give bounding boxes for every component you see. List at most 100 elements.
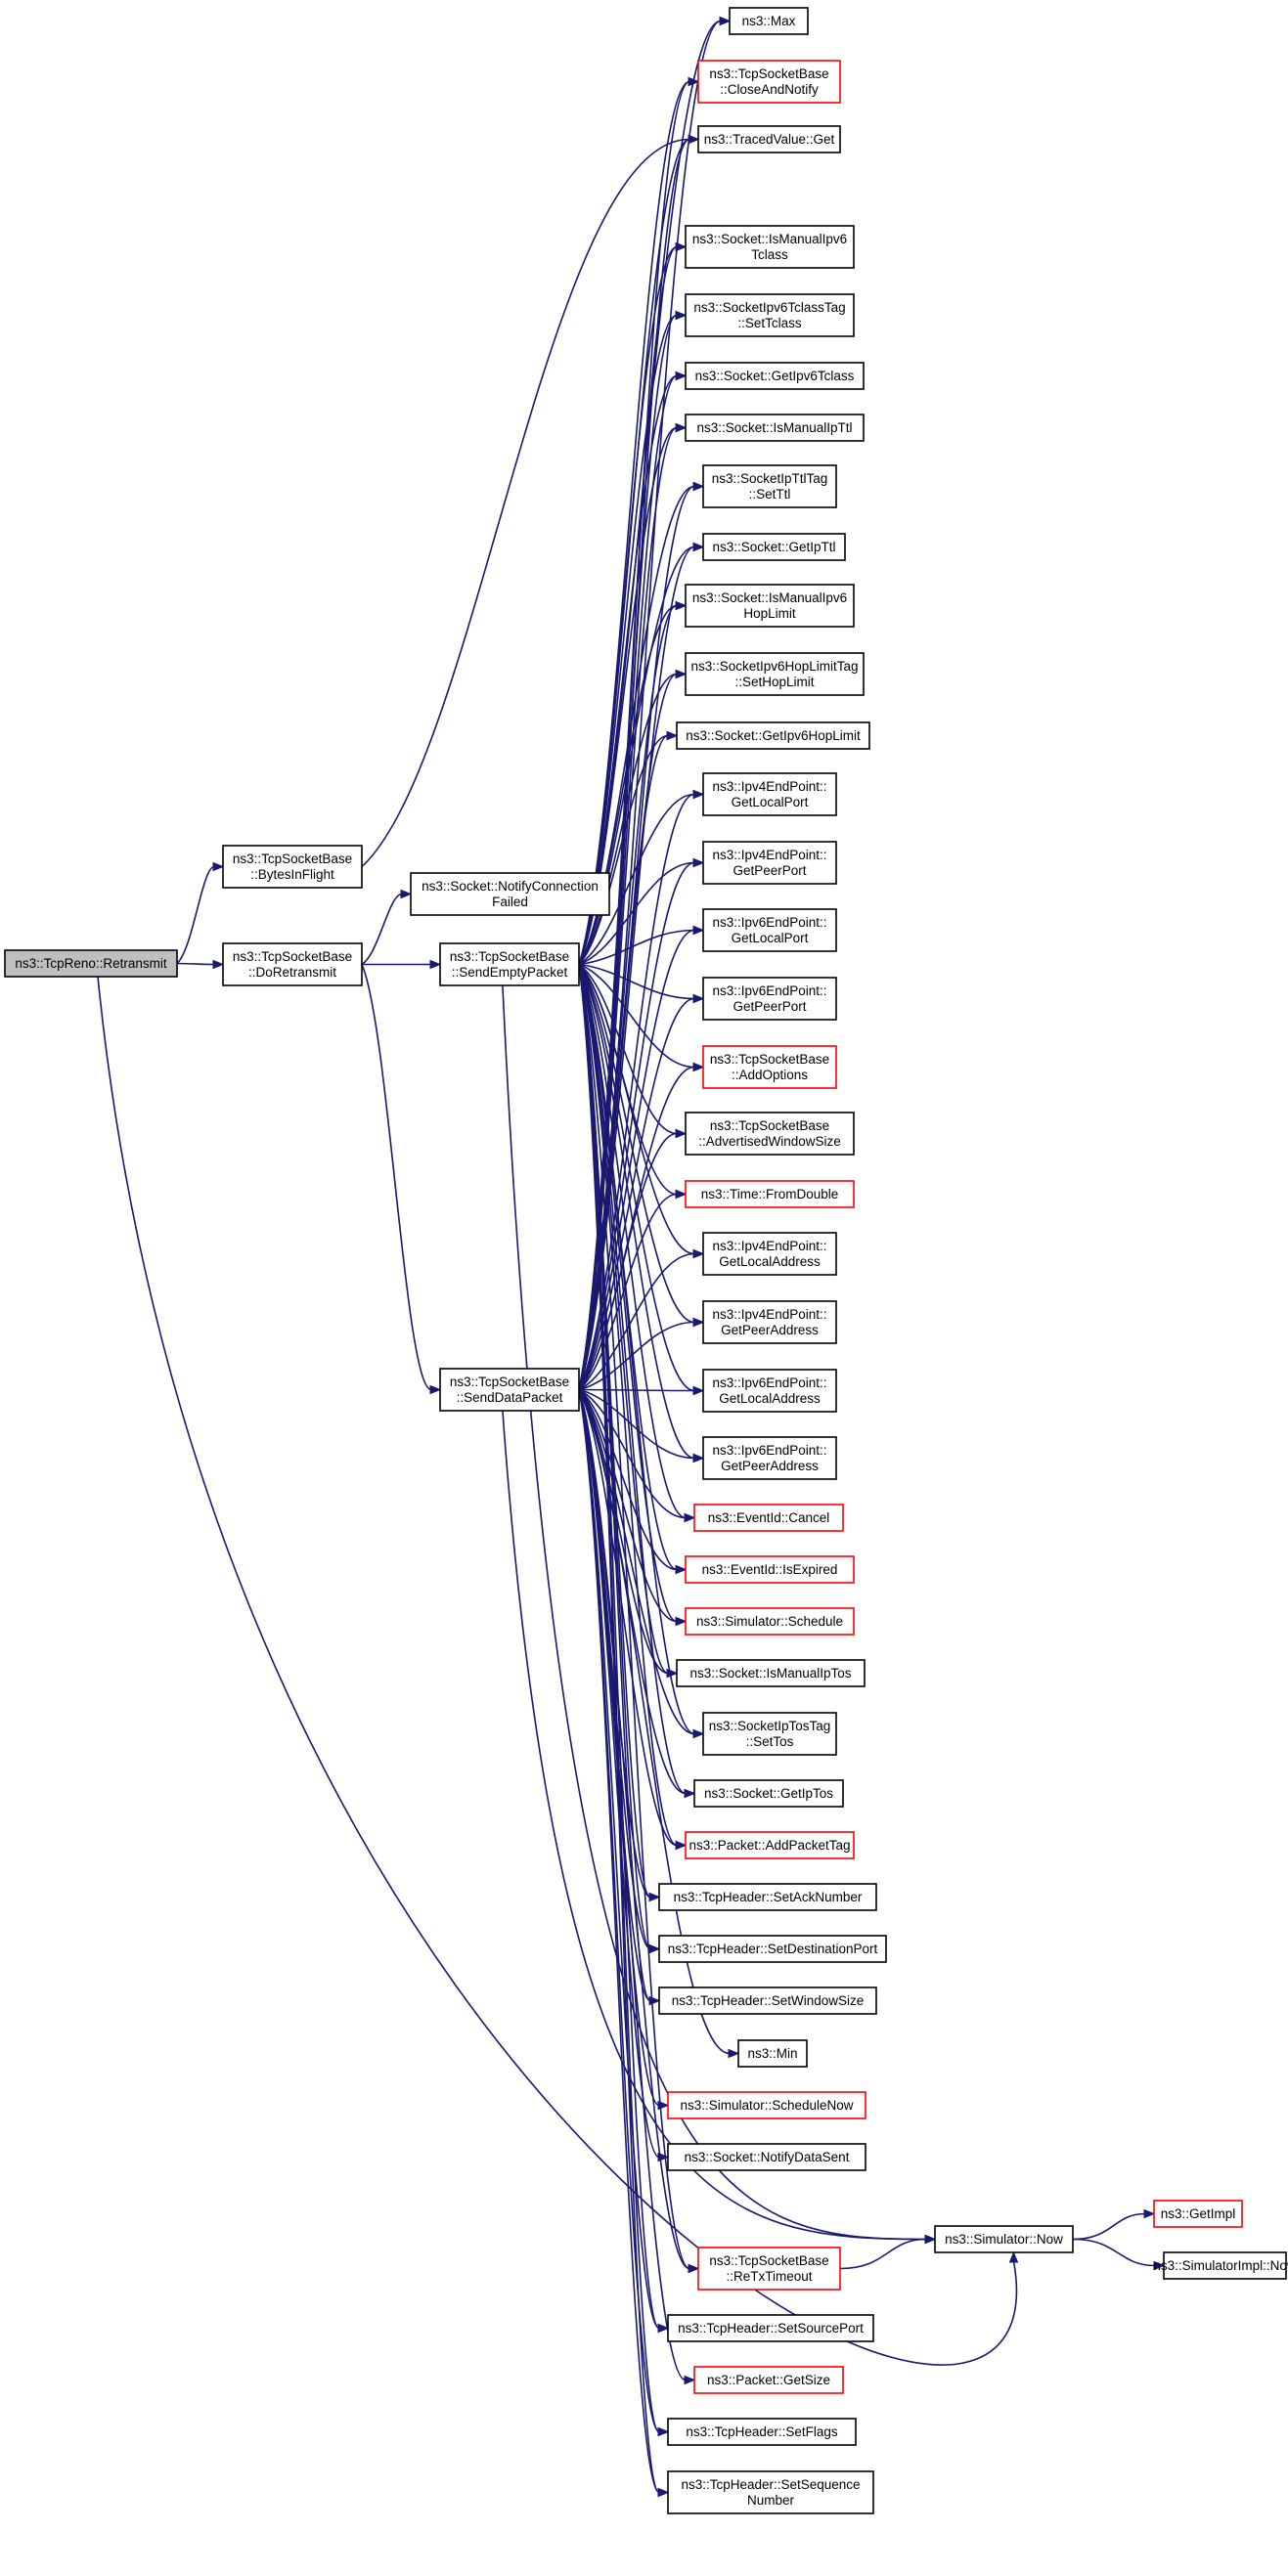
node-retransmit[interactable]: ns3::TcpReno::Retransmit xyxy=(4,949,178,978)
node-ip-tos-tag-set[interactable]: ns3::SocketIpTosTag::SetTos xyxy=(702,1712,837,1756)
node-schedule-now[interactable]: ns3::Simulator::ScheduleNow xyxy=(667,2091,866,2119)
node-do-retransmit[interactable]: ns3::TcpSocketBase::DoRetransmit xyxy=(222,942,363,986)
node-is-manual-ip-ttl[interactable]: ns3::Socket::IsManualIpTtl xyxy=(685,414,865,442)
node-sim-schedule[interactable]: ns3::Simulator::Schedule xyxy=(685,1607,855,1636)
node-label: ns3::TcpHeader::SetDestinationPort xyxy=(668,1942,878,1956)
node-label: ns3::Socket::GetIpTtl xyxy=(712,540,835,554)
node-min[interactable]: ns3::Min xyxy=(737,2039,808,2068)
node-ipv6-local-addr[interactable]: ns3::Ipv6EndPoint::GetLocalAddress xyxy=(702,1369,837,1413)
node-sim-now[interactable]: ns3::Simulator::Now xyxy=(934,2225,1074,2253)
node-ipv6-hop-tag-set[interactable]: ns3::SocketIpv6HopLimitTag::SetHopLimit xyxy=(685,652,865,696)
edge-arrowhead xyxy=(657,2100,670,2111)
node-box xyxy=(702,977,837,1021)
node-set-ack-number[interactable]: ns3::TcpHeader::SetAckNumber xyxy=(658,1883,877,1911)
node-label: Failed xyxy=(492,895,528,909)
edge-arrowhead xyxy=(675,241,688,252)
node-send-data-packet[interactable]: ns3::TcpSocketBase::SendDataPacket xyxy=(439,1368,580,1412)
node-label: ns3::TcpReno::Retransmit xyxy=(15,956,167,971)
edge-arrowhead xyxy=(400,889,413,899)
edge-line xyxy=(578,1388,695,1735)
node-set-source-port[interactable]: ns3::TcpHeader::SetSourcePort xyxy=(667,2314,874,2342)
edge-arrowhead xyxy=(675,1128,688,1139)
node-add-options[interactable]: ns3::TcpSocketBase::AddOptions xyxy=(702,1045,837,1089)
node-send-empty-packet[interactable]: ns3::TcpSocketBase::SendEmptyPacket xyxy=(439,942,580,986)
edge-arrowhead xyxy=(675,1616,688,1627)
node-label: ::SetTclass xyxy=(737,316,802,330)
node-is-manual-ip-tos[interactable]: ns3::Socket::IsManualIpTos xyxy=(676,1659,866,1687)
node-from-double[interactable]: ns3::Time::FromDouble xyxy=(685,1180,855,1208)
node-ip-ttl-tag-set[interactable]: ns3::SocketIpTtlTag::SetTtl xyxy=(702,464,837,508)
edge-arrowhead xyxy=(1153,2260,1166,2271)
node-bytes-in-flight[interactable]: ns3::TcpSocketBase::BytesInFlight xyxy=(222,845,363,889)
node-ipv4-local-port[interactable]: ns3::Ipv4EndPoint::GetLocalPort xyxy=(702,772,837,816)
edge-send-data-packet-to-ipv4-local-addr xyxy=(578,1248,705,1391)
node-label: ns3::Ipv6EndPoint:: xyxy=(712,1375,826,1390)
node-get-ip-tos[interactable]: ns3::Socket::GetIpTos xyxy=(693,1779,844,1808)
edge-arrowhead xyxy=(692,1385,705,1396)
node-advertised-window[interactable]: ns3::TcpSocketBase::AdvertisedWindowSize xyxy=(685,1112,855,1156)
node-get-size[interactable]: ns3::Packet::GetSize xyxy=(693,2366,844,2394)
node-label: GetPeerAddress xyxy=(721,1323,819,1337)
edge-send-data-packet-to-event-is-expired xyxy=(578,1388,688,1575)
edge-line xyxy=(578,963,695,1000)
node-label: ::AddOptions xyxy=(732,1068,808,1082)
node-event-is-expired[interactable]: ns3::EventId::IsExpired xyxy=(685,1555,855,1584)
edge-do-retransmit-to-notify-conn-failed xyxy=(361,889,413,966)
edge-arrowhead xyxy=(675,1840,688,1851)
edge-line xyxy=(578,1252,695,1391)
node-get-ip-ttl[interactable]: ns3::Socket::GetIpTtl xyxy=(702,533,846,561)
node-box xyxy=(676,721,870,750)
node-get-ipv6-hop[interactable]: ns3::Socket::GetIpv6HopLimit xyxy=(676,721,870,750)
node-set-window-size[interactable]: ns3::TcpHeader::SetWindowSize xyxy=(658,1987,877,2015)
edge-send-data-packet-to-retx-timeout xyxy=(578,1389,700,2274)
edge-arrowhead xyxy=(657,2487,670,2498)
node-retx-timeout[interactable]: ns3::TcpSocketBase::ReTxTimeout xyxy=(697,2247,841,2291)
edge-arrowhead xyxy=(666,730,679,741)
edge-arrowhead xyxy=(212,861,225,872)
node-label: ns3::Max xyxy=(742,14,796,28)
node-traced-value-get[interactable]: ns3::TracedValue::Get xyxy=(697,125,841,153)
node-add-packet-tag[interactable]: ns3::Packet::AddPacketTag xyxy=(685,1831,855,1859)
node-max[interactable]: ns3::Max xyxy=(729,7,809,35)
node-label: ns3::Packet::AddPacketTag xyxy=(688,1838,850,1853)
node-box xyxy=(685,414,865,442)
node-close-and-notify[interactable]: ns3::TcpSocketBase::CloseAndNotify xyxy=(697,60,841,104)
node-box xyxy=(676,1659,866,1687)
node-get-ipv6-tclass[interactable]: ns3::Socket::GetIpv6Tclass xyxy=(685,362,865,390)
edge-line xyxy=(578,1388,695,1392)
node-set-flags[interactable]: ns3::TcpHeader::SetFlags xyxy=(667,2418,857,2446)
node-label: ::AdvertisedWindowSize xyxy=(698,1134,841,1149)
node-impl-now[interactable]: ns3::SimulatorImpl::Now xyxy=(1153,2251,1288,2280)
node-box xyxy=(439,942,580,986)
edge-line xyxy=(176,865,215,965)
edge-arrowhead xyxy=(692,1248,705,1259)
node-ipv6-peer-port[interactable]: ns3::Ipv6EndPoint::GetPeerPort xyxy=(702,977,837,1021)
node-event-cancel[interactable]: ns3::EventId::Cancel xyxy=(693,1504,844,1532)
node-ipv6-tclass-tag-set[interactable]: ns3::SocketIpv6TclassTag::SetTclass xyxy=(685,293,855,337)
node-box xyxy=(439,1368,580,1412)
edge-arrowhead xyxy=(675,600,688,611)
edge-line xyxy=(578,1389,660,2494)
call-edges xyxy=(97,16,1166,2498)
node-set-dest-port[interactable]: ns3::TcpHeader::SetDestinationPort xyxy=(658,1935,887,1963)
node-ipv4-peer-port[interactable]: ns3::Ipv4EndPoint::GetPeerPort xyxy=(702,841,837,885)
node-notify-data-sent[interactable]: ns3::Socket::NotifyDataSent xyxy=(667,2143,866,2171)
edge-arrowhead xyxy=(692,925,705,936)
node-get-impl[interactable]: ns3::GetImpl xyxy=(1153,2200,1243,2228)
node-box xyxy=(667,2418,857,2446)
node-ipv4-local-addr[interactable]: ns3::Ipv4EndPoint::GetLocalAddress xyxy=(702,1232,837,1276)
node-ipv4-peer-addr[interactable]: ns3::Ipv4EndPoint::GetPeerAddress xyxy=(702,1300,837,1344)
node-label: ns3::SimulatorImpl::Now xyxy=(1153,2258,1288,2273)
edge-line xyxy=(578,963,695,1255)
node-ipv6-peer-addr[interactable]: ns3::Ipv6EndPoint::GetPeerAddress xyxy=(702,1436,837,1480)
node-label: ::CloseAndNotify xyxy=(720,82,819,97)
edge-arrowhead xyxy=(648,1995,661,2006)
node-label: ns3::Ipv4EndPoint:: xyxy=(712,779,826,794)
edge-arrowhead xyxy=(692,789,705,800)
node-ipv6-local-port[interactable]: ns3::Ipv6EndPoint::GetLocalPort xyxy=(702,908,837,952)
